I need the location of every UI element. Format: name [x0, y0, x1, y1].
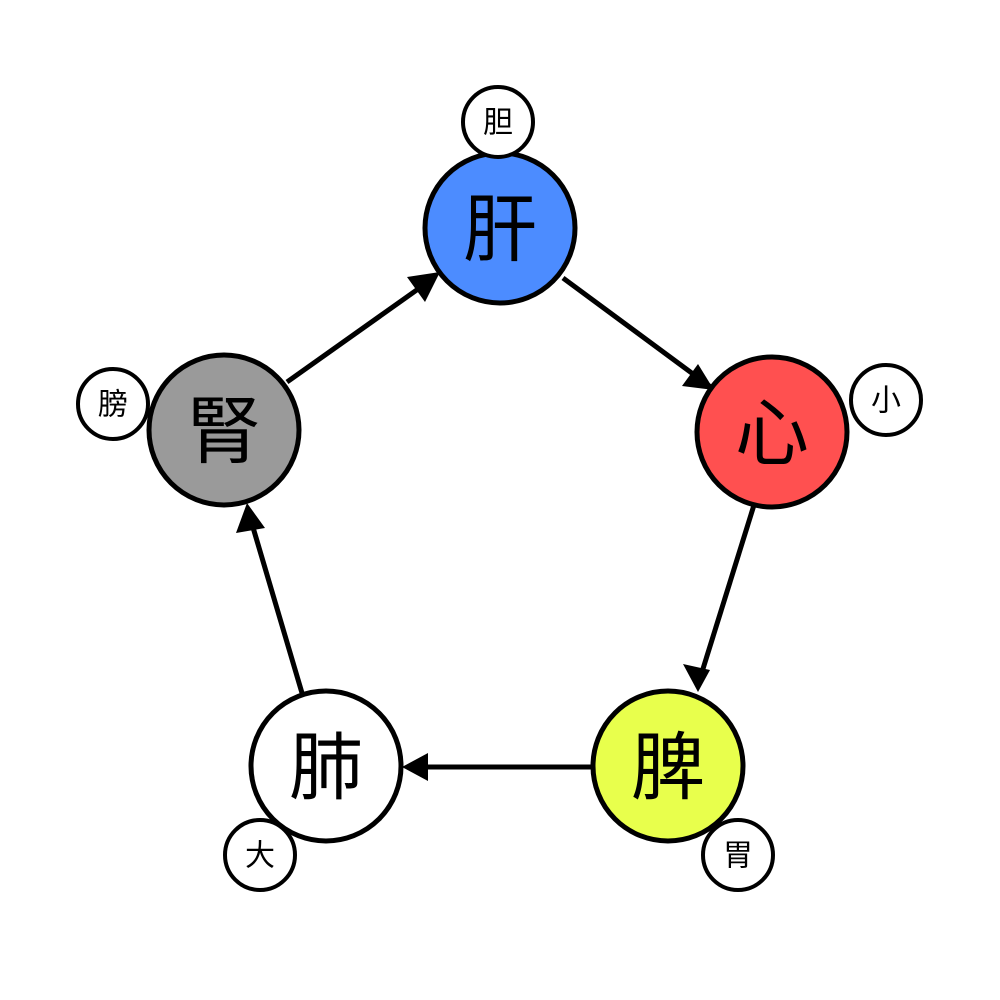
organ-label-spleen: 脾 — [631, 725, 705, 811]
arrow-lung-to-kidney — [249, 523, 305, 694]
organ-label-kidney: 腎 — [187, 389, 261, 475]
sub-label-small-intestine: 小 — [871, 384, 901, 419]
organ-node-lung: 肺 — [248, 688, 404, 844]
organ-circle-lung — [248, 688, 404, 844]
sub-circle-gallbladder — [461, 85, 535, 159]
sub-circle-stomach — [701, 818, 775, 892]
cycle-arrows — [236, 272, 757, 781]
arrow-liver-to-heart — [561, 275, 714, 391]
sub-label-bladder: 膀 — [98, 388, 128, 423]
arrowhead-spleen-tip — [683, 664, 710, 692]
organ-node-spleen: 脾 — [590, 688, 746, 844]
sub-label-stomach: 胃 — [723, 839, 753, 874]
organ-circle-spleen — [590, 688, 746, 844]
arrow-kidney-to-liver — [285, 279, 430, 385]
organ-label-heart: 心 — [735, 391, 809, 477]
sub-circle-bladder — [76, 367, 150, 441]
organ-node-heart: 心 — [694, 354, 850, 510]
sub-node-stomach: 胃 — [701, 818, 775, 892]
organ-node-liver: 肝 — [422, 150, 578, 306]
organ-label-lung: 肺 — [289, 725, 363, 811]
sub-node-gallbladder: 胆 — [461, 85, 535, 159]
organ-label-liver: 肝 — [463, 187, 537, 273]
arrow-heart-to-spleen — [699, 504, 757, 673]
sub-label-large-intestine: 大 — [245, 839, 275, 874]
sub-node-bladder: 膀 — [76, 367, 150, 441]
sub-circle-large-intestine — [223, 818, 297, 892]
arrowhead-spleen-to-lung — [402, 753, 428, 781]
organ-circle-heart — [694, 354, 850, 510]
organ-circle-kidney — [146, 352, 302, 508]
arrowhead-kidney-to-liver — [407, 272, 440, 302]
sub-circle-small-intestine — [849, 363, 923, 437]
organ-node-kidney: 腎 — [146, 352, 302, 508]
sub-label-gallbladder: 胆 — [483, 106, 513, 141]
sub-node-small-intestine: 小 — [849, 363, 923, 437]
arrowhead-lung-to-kidney — [236, 503, 265, 533]
sub-node-large-intestine: 大 — [223, 818, 297, 892]
arrowhead-liver-to-heart — [682, 364, 714, 390]
